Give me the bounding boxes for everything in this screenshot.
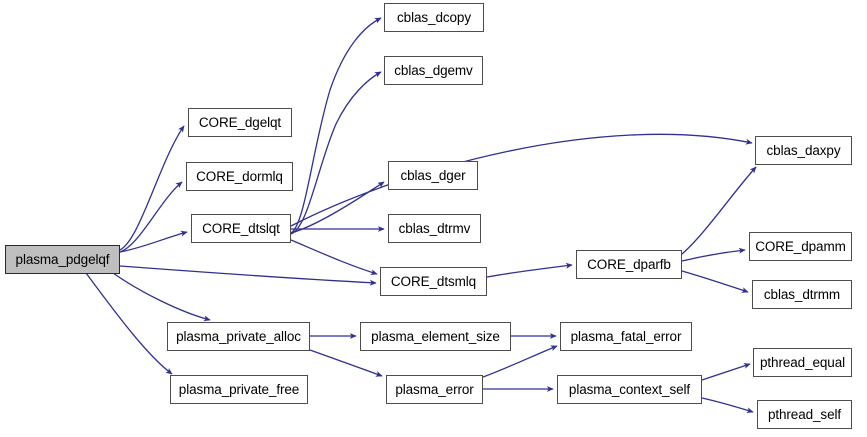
edge-CORE_dtslqt-to-cblas_dger bbox=[290, 181, 385, 234]
edge-plasma_private_alloc-to-plasma_error bbox=[309, 349, 383, 377]
graph-node-pthread_equal[interactable]: pthread_equal bbox=[753, 348, 852, 377]
edge-plasma_pdgelqf-to-CORE_dormlq bbox=[119, 181, 183, 253]
graph-node-plasma_private_alloc[interactable]: plasma_private_alloc bbox=[167, 322, 310, 351]
edge-CORE_dtslqt-to-cblas_daxpy bbox=[290, 133, 753, 227]
edge-plasma_pdgelqf-to-CORE_dtsmlq bbox=[119, 265, 377, 286]
graph-node-plasma_private_free[interactable]: plasma_private_free bbox=[170, 375, 308, 404]
edge-plasma_context_self-to-pthread_equal bbox=[701, 363, 751, 381]
graph-node-cblas_dtrmv[interactable]: cblas_dtrmv bbox=[388, 214, 481, 243]
graph-node-plasma_element_size[interactable]: plasma_element_size bbox=[360, 322, 511, 351]
graph-node-cblas_dger[interactable]: cblas_dger bbox=[388, 161, 478, 190]
graph-node-CORE_dparfb[interactable]: CORE_dparfb bbox=[576, 250, 682, 279]
graph-node-CORE_dtslqt[interactable]: CORE_dtslqt bbox=[191, 214, 291, 243]
edge-CORE_dtsmlq-to-CORE_dparfb bbox=[486, 262, 573, 278]
edge-plasma_pdgelqf-to-plasma_private_alloc bbox=[112, 272, 211, 322]
graph-node-plasma_fatal_error[interactable]: plasma_fatal_error bbox=[560, 322, 692, 351]
graph-node-cblas_dcopy[interactable]: cblas_dcopy bbox=[384, 3, 484, 32]
graph-node-cblas_dgemv[interactable]: cblas_dgemv bbox=[384, 56, 483, 85]
edge-plasma_error-to-plasma_fatal_error bbox=[482, 345, 558, 378]
graph-node-CORE_dgelqt[interactable]: CORE_dgelqt bbox=[188, 108, 292, 137]
edge-plasma_context_self-to-pthread_self bbox=[701, 397, 754, 414]
graph-node-CORE_dormlq[interactable]: CORE_dormlq bbox=[186, 162, 293, 191]
edge-CORE_dparfb-to-CORE_dpamm bbox=[681, 247, 746, 262]
graph-node-CORE_dtsmlq[interactable]: CORE_dtsmlq bbox=[380, 267, 487, 296]
edge-CORE_dparfb-to-cblas_dtrmm bbox=[681, 270, 749, 293]
edge-CORE_dtslqt-to-cblas_dcopy bbox=[290, 17, 382, 234]
edge-CORE_dtslqt-to-CORE_dtsmlq bbox=[290, 239, 378, 276]
graph-node-plasma_context_self[interactable]: plasma_context_self bbox=[557, 375, 702, 404]
graph-node-cblas_daxpy[interactable]: cblas_daxpy bbox=[755, 136, 852, 165]
edge-plasma_pdgelqf-to-CORE_dgelqt bbox=[119, 125, 185, 251]
graph-node-plasma_pdgelqf[interactable]: plasma_pdgelqf bbox=[5, 245, 120, 274]
graph-node-CORE_dpamm[interactable]: CORE_dpamm bbox=[749, 232, 852, 261]
edge-CORE_dtslqt-to-cblas_dgemv bbox=[290, 71, 382, 235]
edge-plasma_pdgelqf-to-plasma_private_free bbox=[85, 272, 173, 375]
edge-CORE_dparfb-to-cblas_daxpy bbox=[681, 166, 757, 255]
graph-node-cblas_dtrmm[interactable]: cblas_dtrmm bbox=[752, 280, 852, 309]
graph-node-plasma_error[interactable]: plasma_error bbox=[386, 375, 483, 404]
graph-node-pthread_self[interactable]: pthread_self bbox=[757, 400, 852, 429]
edge-plasma_pdgelqf-to-CORE_dtslqt bbox=[119, 230, 188, 253]
